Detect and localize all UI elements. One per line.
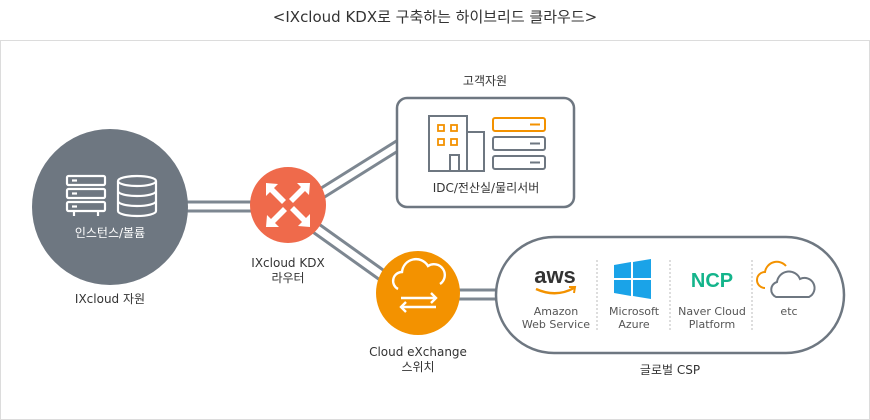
- router-caption-line2: 라우터: [271, 271, 305, 285]
- ncp-logo: NCP: [691, 270, 733, 292]
- switch-circle: [376, 251, 460, 335]
- router-caption-line1: IXcloud KDX: [251, 256, 325, 270]
- router-circle: [250, 167, 326, 243]
- aws-smile-icon: [535, 286, 575, 295]
- connection-lines: [186, 138, 496, 301]
- aws-logo: aws: [534, 263, 576, 288]
- storage-icon: [116, 174, 158, 218]
- customer-label: IDC/전산실/물리서버: [432, 181, 540, 195]
- switch-caption: Cloud eXchange 스위치: [348, 345, 488, 375]
- csp-caption: 글로벌 CSP: [639, 363, 701, 377]
- diagram-title: <IXcloud KDX로 구축하는 하이브리드 클라우드>: [272, 8, 598, 26]
- router-icon: [266, 183, 310, 227]
- link-router-switch: [309, 220, 387, 282]
- link-router-customer: [317, 138, 399, 200]
- csp-container: [494, 235, 846, 355]
- ixcloud-caption: IXcloud 자원: [74, 292, 146, 306]
- ixcloud-inner-label: 인스턴스/볼륨: [74, 226, 146, 240]
- provider-azure-label: Microsoft Azure: [608, 305, 660, 331]
- ixcloud-circle: [32, 129, 188, 285]
- switch-caption-line1: Cloud eXchange: [369, 345, 467, 359]
- link-switch-csp: [458, 288, 496, 301]
- switch-caption-line2: 스위치: [401, 360, 435, 374]
- customer-heading: 고객자원: [462, 74, 508, 88]
- router-caption: IXcloud KDX 라우터: [228, 256, 348, 286]
- cloud-exchange-icon: [391, 257, 447, 313]
- cloud-icon: [756, 260, 816, 298]
- provider-aws-label: Amazon Web Service: [521, 305, 591, 331]
- provider-etc-label: etc: [780, 305, 798, 318]
- server-icon: [65, 174, 107, 216]
- windows-logo: [614, 259, 651, 299]
- building-windows: [437, 124, 458, 146]
- building-icon: [428, 115, 485, 172]
- provider-naver-label: Naver Cloud Platform: [678, 305, 746, 331]
- link-ixcloud-router: [186, 200, 252, 213]
- rack-server-icon: [492, 117, 546, 170]
